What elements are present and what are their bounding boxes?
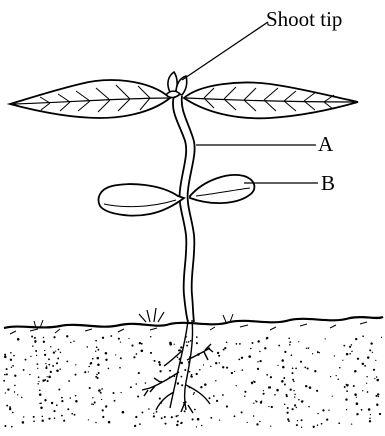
stem (173, 96, 195, 322)
label-a: A (318, 134, 333, 155)
soil-stipple (3, 335, 382, 428)
label-b: B (321, 173, 335, 194)
cotyledons (99, 175, 255, 216)
left-leaf (10, 80, 170, 118)
leader-shoot-tip (182, 22, 268, 80)
label-shoot-tip: Shoot tip (266, 9, 342, 30)
right-leaf (184, 83, 358, 119)
roots (142, 320, 213, 413)
grass-tuft (139, 308, 164, 322)
shoot-tip-bud (166, 72, 187, 98)
